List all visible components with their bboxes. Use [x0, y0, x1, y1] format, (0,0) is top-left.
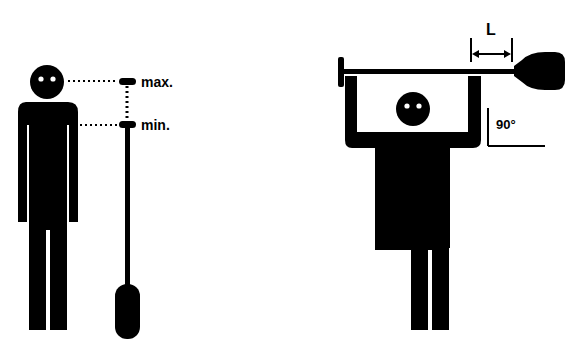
standing-person	[18, 65, 78, 330]
paddle-shaft	[340, 69, 518, 74]
max-marker	[119, 78, 136, 85]
paddle-blade	[115, 284, 140, 339]
paddle-shaft	[125, 126, 130, 288]
min-label: min.	[140, 118, 171, 132]
dimension-label: L	[485, 22, 497, 38]
max-level-line	[68, 80, 118, 82]
range-line	[126, 86, 129, 121]
right-angle	[488, 108, 545, 146]
person-arms-raised	[345, 76, 481, 330]
paddle-blade	[514, 52, 565, 90]
dimension-L	[471, 38, 512, 62]
angle-label: 90°	[495, 118, 517, 131]
dimension-arrowheads	[472, 50, 511, 58]
max-label: max.	[140, 75, 174, 89]
min-level-line	[80, 124, 118, 126]
